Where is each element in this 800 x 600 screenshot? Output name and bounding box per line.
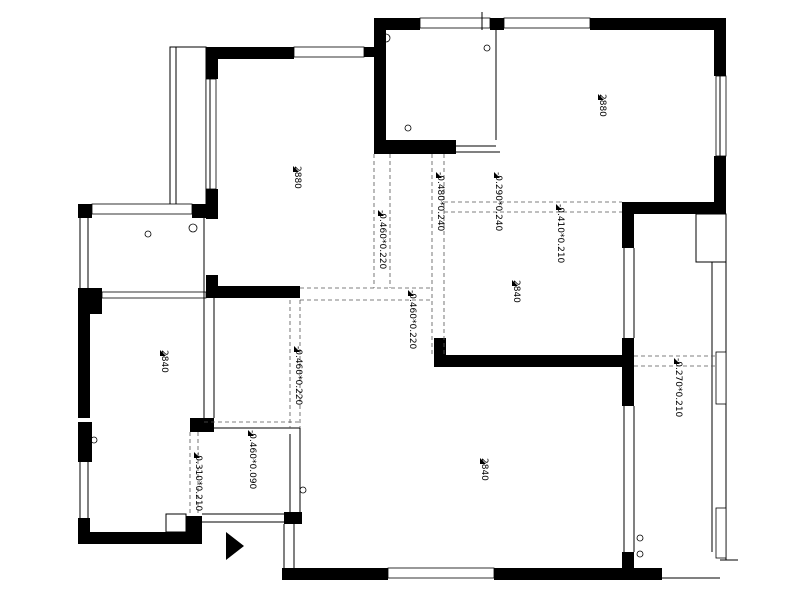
beam-label: -0.460*0.220 [293,346,303,406]
beam-lines [189,154,716,514]
beam-label: -0.460*0.220 [407,290,417,350]
elevation-marker-icon [674,358,680,364]
balcony-rail [169,46,207,208]
elevation-marker-icon [160,350,166,356]
elevation-mark-room-living: 2840 [479,458,489,481]
entry-arrow-icon [226,532,244,560]
elevation-marker-icon [494,172,500,178]
walls [78,18,726,580]
elevation-label: 2840 [511,280,521,303]
elevation-label: 2840 [159,350,169,373]
beam-label: -0.410*0.210 [555,204,565,264]
elevation-marker-icon [378,210,384,216]
beam-label: -0.310*0.210 [193,452,203,512]
elevation-marker-icon [248,430,254,436]
beam-label: -0.460*0.220 [377,210,387,270]
elevation-mark-room-center-right: 2840 [511,280,521,303]
elevation-label: 2880 [597,94,607,117]
fixtures [90,33,644,558]
elevation-mark-room-upper-left: 2880 [292,166,302,189]
elevation-marker-icon [556,204,562,210]
elevation-mark-room-left-mid: 2840 [159,350,169,373]
elevation-marker-icon [294,346,300,352]
elevation-marker-icon [408,290,414,296]
beam-label: -0.480*0.240 [435,172,445,232]
beam-label: -0.270*0.210 [673,358,683,418]
elevation-mark-room-upper-right: 2880 [597,94,607,117]
beam-label: -0.460*0.090 [247,430,257,490]
beam-label: -0.290*0.240 [493,172,503,232]
elevation-marker-icon [480,458,486,464]
elevation-marker-icon [512,280,518,286]
elevation-marker-icon [598,94,604,100]
elevation-label: 2840 [479,458,489,481]
elevation-marker-icon [194,452,200,458]
elevation-label: 2880 [292,166,302,189]
elevation-marker-icon [436,172,442,178]
elevation-marker-icon [293,166,299,172]
partitions [79,12,738,579]
